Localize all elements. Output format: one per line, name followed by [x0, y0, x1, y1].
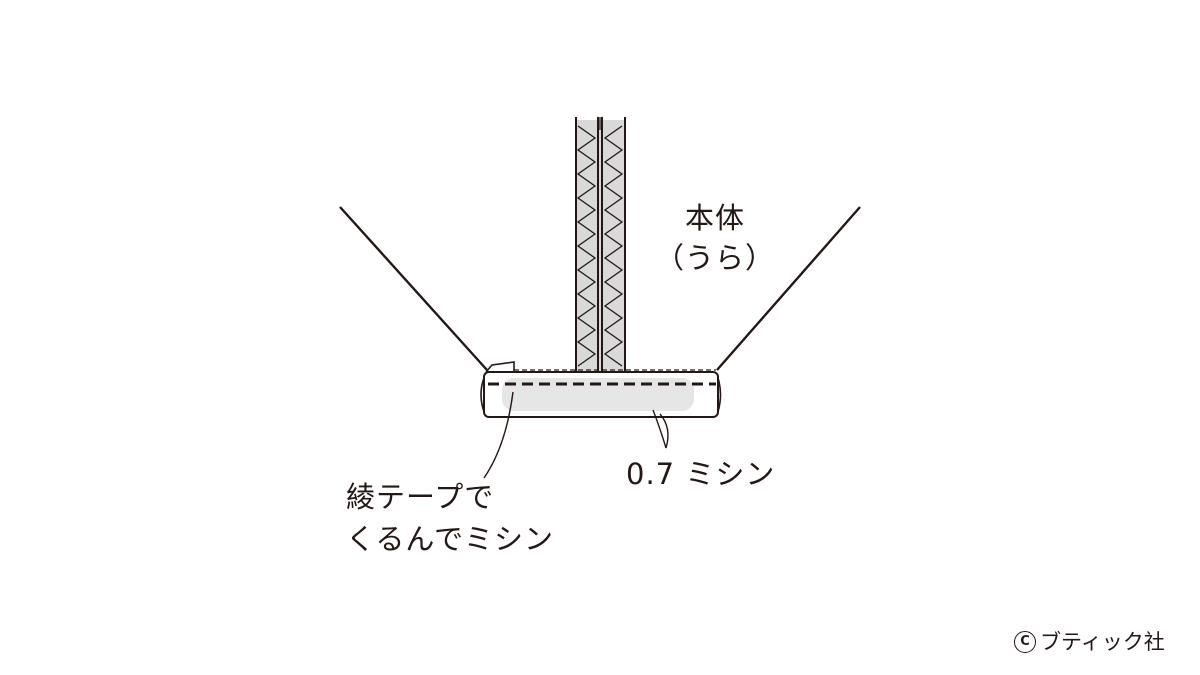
- tape-instruction-label: 綾テープで くるんでミシン: [346, 476, 554, 560]
- tape-label-line1: 綾テープで: [346, 480, 495, 514]
- left-body-edge: [339, 206, 488, 371]
- binding-tape: [480, 361, 722, 418]
- copyright-icon: C: [1014, 631, 1036, 653]
- tape-flap: [485, 361, 515, 373]
- zigzag-stitch-right: [603, 125, 624, 367]
- right-body-edge: [716, 206, 861, 371]
- tape-inner-band: [502, 378, 694, 411]
- stitch-width-label: 0.7 ミシン: [626, 457, 776, 491]
- tape-left-roll: [480, 377, 485, 413]
- publisher-name: ブティック社: [1040, 630, 1165, 654]
- zigzag-stitch-left: [576, 125, 597, 367]
- body-label-line1: 本体: [684, 201, 745, 235]
- body-label-line2: （うら）: [655, 241, 776, 275]
- copyright-credit: C ブティック社: [1014, 627, 1165, 657]
- seam-allowance-group: [575, 117, 626, 372]
- leader-line-stitch: [652, 409, 669, 449]
- tape-label-line2: くるんでミシン: [346, 522, 554, 556]
- body-wrong-side-label: 本体 （うら）: [655, 198, 775, 278]
- tape-right-roll: [717, 377, 722, 413]
- leader-line-tape: [483, 391, 514, 479]
